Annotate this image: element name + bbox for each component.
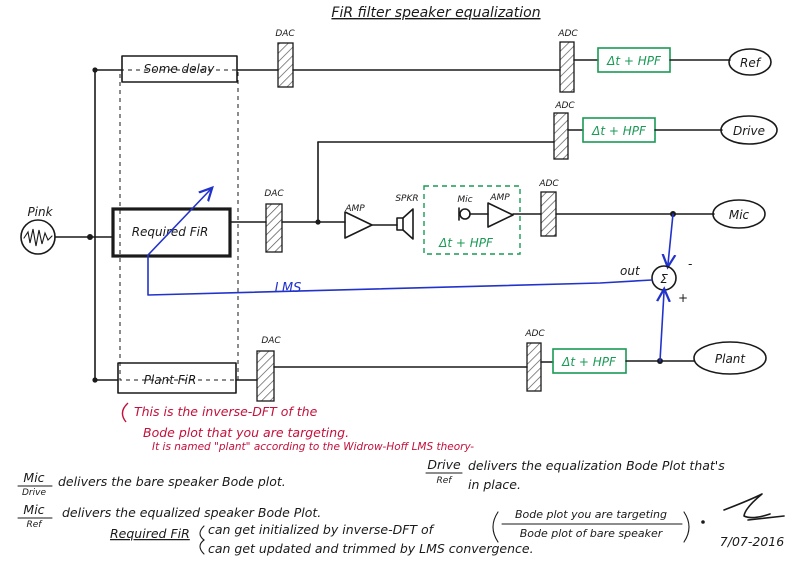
summing-junction: Σ (651, 265, 677, 291)
drive-ref-num: Drive (427, 457, 461, 472)
drive-tap-node (315, 219, 321, 225)
svg-text:Some delay: Some delay (144, 62, 216, 76)
svg-text:Plant: Plant (715, 352, 747, 366)
required-fir-block: Required FiR (111, 207, 232, 258)
mic-small-label: Mic (457, 195, 472, 205)
dac-converter-2 (265, 203, 283, 253)
adc-label-3: ADC (538, 179, 559, 189)
req-fir-frac-den: Bode plot of bare speaker (520, 527, 664, 540)
dt-hpf-acoustic-label: Δt + HPF (438, 236, 494, 250)
red-brace (121, 402, 129, 423)
mic-drive-num: Mic (23, 470, 44, 485)
amp-label-1: AMP (344, 204, 365, 214)
adc-converter-2 (553, 112, 569, 160)
red-note-line-1: This is the inverse-DFT of the (134, 404, 318, 419)
drive-output: Drive (720, 115, 778, 145)
mic-drive-den: Drive (22, 488, 46, 498)
plant-fir-block: Plant FiR (117, 362, 237, 394)
mic-to-sum-wire (668, 213, 673, 264)
lms-adapt-arrow (147, 190, 210, 256)
sum-plus: + (678, 291, 688, 305)
dt-hpf-block-ref: Δt + HPF (597, 47, 671, 73)
svg-text:Ref: Ref (740, 56, 762, 70)
adc-converter-1 (559, 41, 575, 93)
drive-ref-text-2: in place. (468, 477, 521, 492)
svg-text:Σ: Σ (660, 272, 668, 286)
svg-text:Δt + HPF: Δt + HPF (591, 124, 647, 138)
amp-label-2: AMP (489, 193, 510, 203)
pink-label: Pink (27, 205, 53, 219)
svg-text:Plant FiR: Plant FiR (144, 373, 197, 387)
speaker-icon (396, 208, 414, 240)
diagram-title: FiR filter speaker equalization (331, 5, 540, 21)
adc-converter-3 (540, 191, 557, 237)
dac-label-3: DAC (261, 336, 281, 346)
adc-label-2: ADC (554, 101, 575, 111)
lms-feedback-path (147, 254, 653, 296)
signature-date: 7/07-2016 (720, 534, 784, 549)
amplifier-1 (344, 211, 373, 239)
red-note-line-2: Bode plot that you are targeting. (143, 425, 349, 440)
microphone-icon (458, 207, 471, 221)
acoustic-path-box (423, 185, 521, 255)
req-fir-brace (199, 525, 205, 555)
sum-minus: - (688, 257, 692, 271)
svg-text:Δt + HPF: Δt + HPF (606, 54, 662, 68)
dt-hpf-block-plant: Δt + HPF (552, 348, 627, 374)
signature (723, 493, 785, 521)
speaker-label: SPKR (395, 194, 418, 204)
dashed-guide (119, 69, 239, 381)
ref-output: Ref (728, 48, 772, 76)
pink-noise-source (20, 219, 56, 255)
plant-to-sum-wire (660, 292, 664, 362)
mic-ref-num: Mic (23, 502, 44, 517)
frac-paren-right (683, 511, 690, 543)
mic-ref-text: delivers the equalized speaker Bode Plot… (62, 505, 321, 520)
dac-label-2: DAC (264, 189, 284, 199)
some-delay-block: Some delay (121, 55, 238, 83)
lms-label: LMS (275, 281, 302, 296)
drive-ref-den: Ref (437, 476, 454, 486)
req-fir-note-label: Required FiR (110, 526, 190, 541)
svg-text:Δt + HPF: Δt + HPF (561, 355, 617, 369)
red-note-line-3: It is named "plant" according to the Wid… (152, 441, 474, 453)
amplifier-2 (487, 202, 514, 228)
svg-text:Drive: Drive (733, 124, 765, 138)
frac-paren-left (492, 511, 499, 543)
mic-output: Mic (712, 199, 766, 229)
dac-label-1: DAC (275, 29, 295, 39)
mic-drive-text: delivers the bare speaker Bode plot. (58, 474, 286, 489)
dac-converter-1 (277, 42, 294, 88)
adc-converter-4 (526, 342, 542, 392)
req-fir-line-2: can get updated and trimmed by LMS conve… (208, 541, 534, 556)
req-fir-line-1: can get initialized by inverse-DFT of (208, 522, 435, 537)
sum-out-label: out (620, 264, 641, 278)
dt-hpf-block-drive: Δt + HPF (582, 117, 656, 143)
req-fir-frac-num: Bode plot you are targeting (515, 508, 667, 521)
plant-output: Plant (693, 341, 767, 375)
dac-converter-3 (256, 350, 275, 402)
adc-label-1: ADC (557, 29, 578, 39)
svg-text:Mic: Mic (729, 208, 750, 222)
drive-ref-text-1: delivers the equalization Bode Plot that… (468, 458, 725, 473)
adc-label-4: ADC (524, 329, 545, 339)
mic-ref-den: Ref (27, 520, 44, 530)
